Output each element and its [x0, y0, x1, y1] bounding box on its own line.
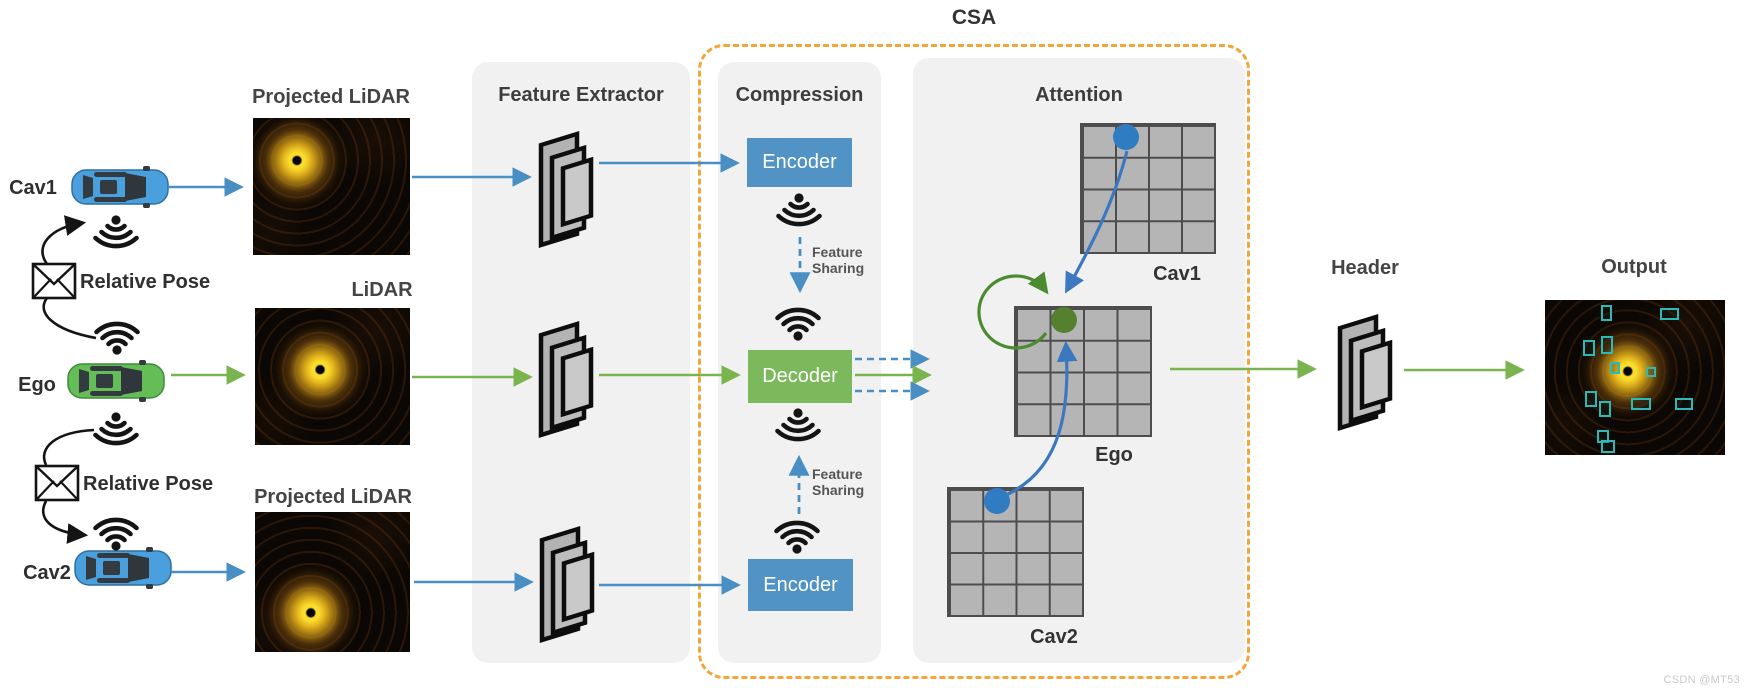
- cav1-label: Cav1: [9, 177, 57, 199]
- bounding-box: [1609, 362, 1620, 374]
- projected-lidar-title-bottom: Projected LiDAR: [254, 486, 412, 508]
- pose-arrow: [41, 215, 87, 265]
- cav1-feature-grid: [1080, 123, 1216, 254]
- bounding-box: [1600, 439, 1615, 453]
- bounding-box: [1645, 366, 1656, 377]
- output-detection-image: [1545, 300, 1725, 455]
- lidar-title: LiDAR: [351, 279, 413, 301]
- bounding-box: [1599, 400, 1611, 417]
- cav2-feature-grid: [947, 487, 1084, 617]
- relative-pose-label-top: Relative Pose: [80, 271, 211, 293]
- output-title: Output: [1601, 256, 1667, 278]
- bounding-box: [1584, 391, 1597, 408]
- wifi-icon: [96, 520, 137, 551]
- cav2-car-icon: [74, 546, 172, 590]
- projected-lidar-title-top: Projected LiDAR: [252, 86, 410, 108]
- bounding-box: [1600, 335, 1613, 354]
- feature-extractor-panel: [472, 62, 690, 663]
- pose-curve: [42, 297, 97, 340]
- header-title: Header: [1331, 257, 1399, 279]
- cav1-grid-label: Cav1: [1153, 263, 1201, 285]
- ego-feature-grid: [1014, 306, 1152, 437]
- ego-label: Ego: [18, 374, 56, 396]
- cav1-car-icon: [71, 165, 169, 209]
- csa-title: CSA: [951, 6, 997, 29]
- csa-dashed-frame: [698, 44, 1250, 679]
- compression-title: Compression: [735, 84, 864, 106]
- cav2-grid-label: Cav2: [1030, 626, 1078, 648]
- attention-title: Attention: [1035, 84, 1123, 106]
- envelope-icon: [31, 262, 77, 300]
- decoder-box: Decoder: [748, 350, 852, 403]
- bounding-box: [1600, 304, 1612, 321]
- pose-arrow: [41, 500, 89, 544]
- cav1-projected-lidar-image: [253, 118, 410, 255]
- envelope-icon: [34, 464, 80, 502]
- feature-sharing-label-bottom: Feature Sharing: [812, 466, 865, 498]
- ego-grid-label: Ego: [1095, 444, 1133, 466]
- pose-curve: [42, 428, 95, 466]
- encoder-box-bottom: Encoder: [748, 559, 853, 611]
- bounding-box: [1582, 340, 1595, 357]
- wifi-icon: [96, 412, 137, 443]
- bounding-box: [1674, 397, 1693, 410]
- bounding-box: [1660, 307, 1680, 320]
- header-network-icon: [1340, 313, 1390, 428]
- encoder-box-top: Encoder: [747, 138, 852, 187]
- wifi-icon: [96, 215, 137, 246]
- ego-lidar-image: [255, 308, 410, 445]
- ego-car-icon: [67, 359, 165, 403]
- wifi-icon: [97, 324, 138, 355]
- feature-sharing-label-top: Feature Sharing: [812, 244, 865, 276]
- bounding-box: [1631, 397, 1652, 410]
- relative-pose-label-bottom: Relative Pose: [83, 473, 214, 495]
- cav2-label: Cav2: [23, 562, 71, 584]
- feature-extractor-title: Feature Extractor: [498, 84, 664, 106]
- cav2-projected-lidar-image: [255, 512, 410, 652]
- watermark: CSDN @MT53: [1663, 674, 1740, 686]
